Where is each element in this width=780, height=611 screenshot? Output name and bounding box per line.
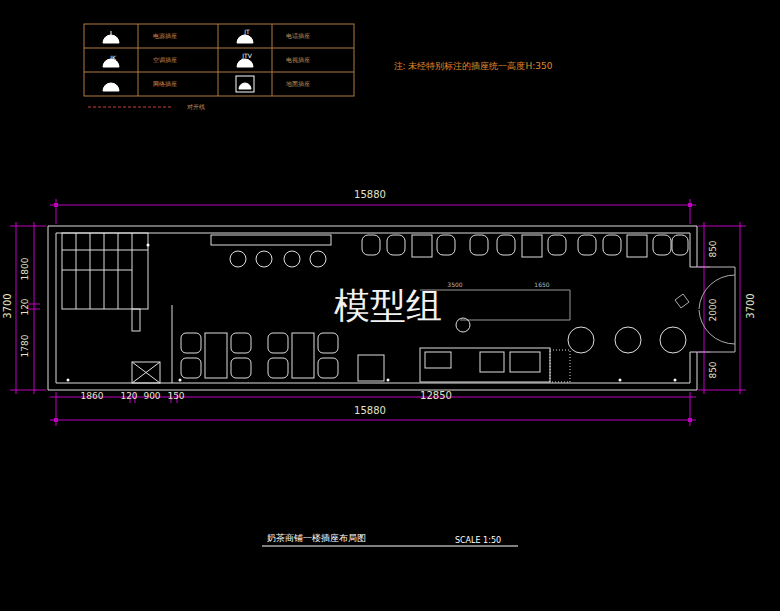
dimension: 15880 [354,190,386,200]
dimension: 1800 [21,258,30,281]
dimension: 900 [143,392,160,401]
dimension: 12850 [420,391,452,401]
symbol-code: JTV [242,53,252,59]
dimension: 850 [709,361,718,378]
dimension: 15880 [354,406,386,416]
dimension: 1780 [21,335,30,358]
dimension: 150 [167,392,184,401]
legend-text: 电源插座 [153,33,177,39]
dimension: 3700 [746,293,756,318]
note-text: 注: 未经特别标注的插座统一高度H:350 [394,62,553,71]
watermark: 模型组 [334,288,442,324]
legend-text: 对开线 [187,104,205,110]
legend-text: 电话插座 [286,33,310,39]
dimension: 120 [120,392,137,401]
dimension: 3500 [447,282,462,288]
symbol-code: JT [244,29,249,35]
dimension: 2000 [709,299,718,322]
dimension: 3700 [3,293,13,318]
legend-text: 地面插座 [286,81,310,87]
dimension: 1860 [81,392,104,401]
legend-text: 网络插座 [153,81,177,87]
scale-text: SCALE 1:50 [455,537,501,545]
dimension: 1650 [534,282,549,288]
legend-text: 空调插座 [153,57,177,63]
dimension: 120 [21,298,30,315]
legend-text: 电视插座 [286,57,310,63]
dimension: 850 [709,240,718,257]
drawing-title: 奶茶商铺一楼插座布局图 [267,534,366,543]
symbol-code: JK [110,55,116,61]
